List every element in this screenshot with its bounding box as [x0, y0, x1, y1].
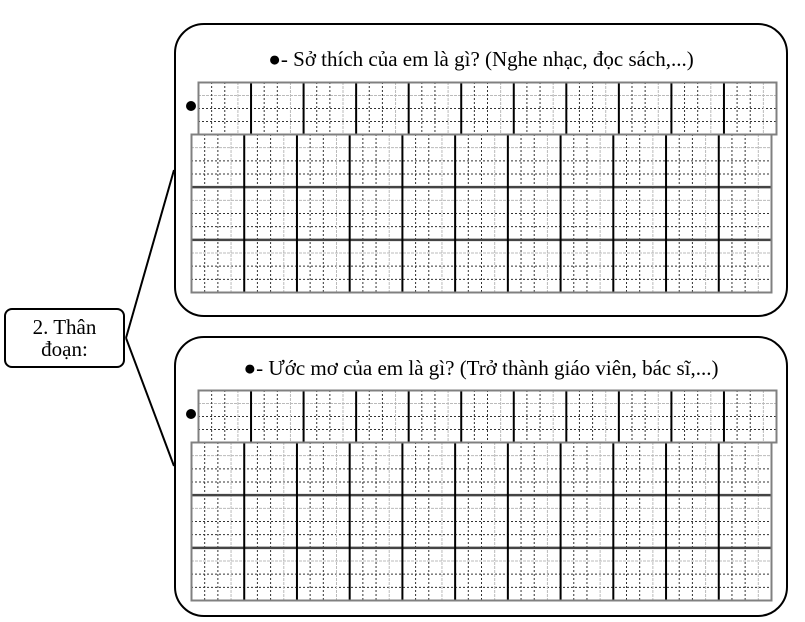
dream-question-card: ●- Ước mơ của em là gì? (Trở thành giáo … [174, 336, 788, 617]
dream-question-prompt: ●- Ước mơ của em là gì? (Trở thành giáo … [243, 356, 719, 380]
handwriting-grid-first-line[interactable] [197, 389, 778, 444]
bullet-icon [186, 101, 196, 111]
bullet-icon [186, 409, 196, 419]
handwriting-grid-block[interactable] [190, 133, 773, 294]
section-label-line1: 2. Thân [32, 315, 97, 339]
handwriting-grid-block[interactable] [190, 441, 773, 602]
section-label-box: 2. Thân đoạn: [4, 308, 125, 368]
handwriting-grid-first-line[interactable] [197, 81, 778, 136]
section-label-line2: đoạn: [41, 337, 88, 361]
hobby-question-prompt: ●- Sở thích của em là gì? (Nghe nhạc, đọ… [268, 47, 694, 71]
